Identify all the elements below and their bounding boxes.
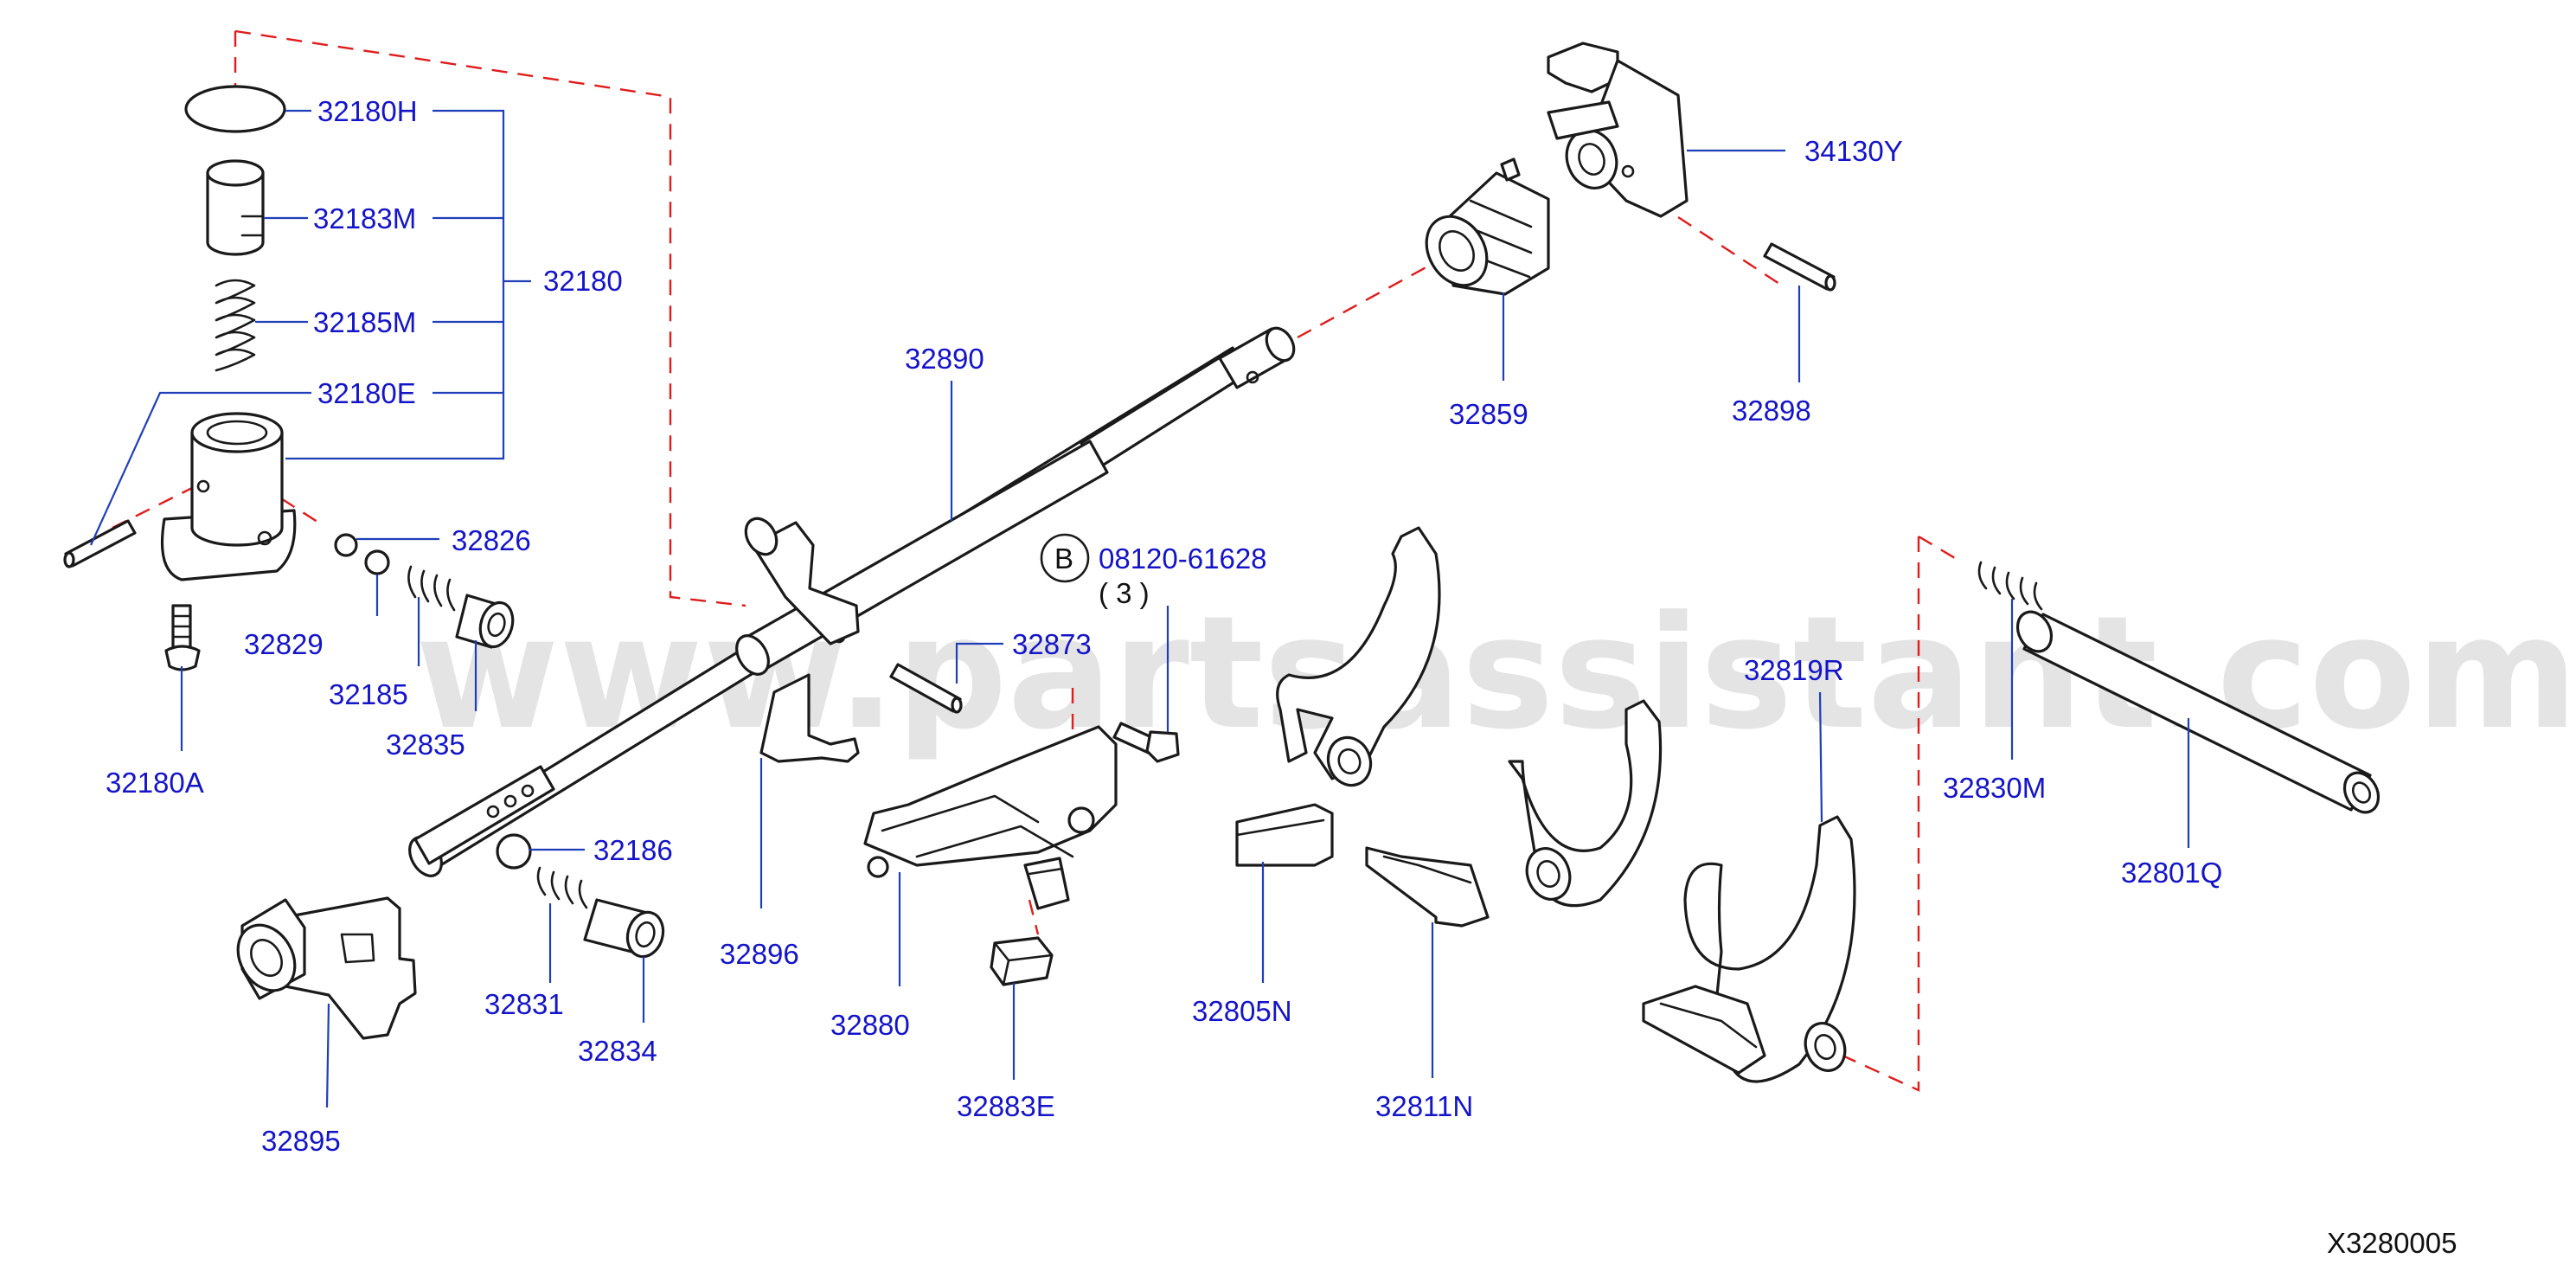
label-32185m: 32185M: [313, 306, 416, 338]
label-32183m: 32183M: [313, 202, 416, 234]
label-32180a: 32180A: [106, 767, 204, 799]
label-32895: 32895: [261, 1125, 341, 1157]
label-32180: 32180: [543, 265, 623, 297]
label-32834: 32834: [578, 1035, 657, 1067]
label-32186: 32186: [593, 834, 673, 866]
rod-32801q: [2015, 610, 2381, 814]
callout-part-number: 08120-61628: [1099, 542, 1267, 575]
label-32801q: 32801Q: [2121, 857, 2222, 889]
fork-32811n: [1365, 699, 1663, 928]
label-32180h: 32180H: [317, 95, 418, 127]
spring-32831: [536, 866, 588, 909]
interlock-plate-32880: [863, 725, 1118, 910]
label-32835: 32835: [386, 729, 465, 761]
ball-32829: [364, 549, 390, 575]
ball-32826: [334, 533, 358, 557]
label-32829: 32829: [244, 628, 324, 660]
callout-badge-letter: B: [1054, 542, 1073, 575]
plug-32834: [583, 898, 665, 959]
spring-32185: [407, 565, 456, 612]
part-labels: 32180H 32183M 32185M 32180 32180E 32826 …: [106, 95, 2222, 1157]
spring-32185m: [215, 279, 256, 372]
spring-32830m: [1977, 561, 2043, 611]
fork-32805n: [1235, 526, 1441, 867]
label-32826: 32826: [452, 524, 531, 556]
fork-32819r: [1642, 815, 1856, 1083]
pin-32873: [889, 663, 963, 714]
o-ring-32180h: [184, 85, 286, 133]
label-32830m: 32830M: [1943, 772, 2046, 804]
ball-32186: [496, 833, 532, 870]
rod-selector-bracket: [744, 517, 860, 645]
label-32819r: 32819R: [1744, 654, 1844, 686]
block-32883e: [990, 936, 1054, 986]
pin-32898: [1763, 242, 1836, 292]
sleeve-32859: [1425, 157, 1550, 296]
bolt-32180a: [164, 604, 201, 671]
label-32883e: 32883E: [957, 1090, 1055, 1122]
callout-quantity: ( 3 ): [1099, 577, 1150, 609]
cap-32183m: [206, 159, 265, 256]
label-32805n: 32805N: [1192, 995, 1292, 1027]
leader-lines: [89, 109, 2190, 1108]
pin-left: [63, 519, 137, 568]
label-32898: 32898: [1732, 395, 1811, 427]
label-34130y: 34130Y: [1804, 135, 1903, 167]
diagram-reference-code: X3280005: [2327, 1227, 2457, 1259]
bolt-callout: B 08120-61628 ( 3 ): [1040, 533, 1267, 609]
callout-badge-circle: [1040, 533, 1090, 583]
label-32811n: 32811N: [1375, 1090, 1473, 1122]
lever-32895: [236, 896, 417, 1040]
label-32890: 32890: [905, 343, 984, 375]
bracket-32896: [759, 673, 860, 763]
label-32859: 32859: [1449, 398, 1528, 430]
label-32180e: 32180E: [317, 377, 416, 409]
label-32185: 32185: [329, 678, 408, 710]
plug-32835: [455, 594, 515, 649]
striking-lever-34130y: [1547, 42, 1688, 218]
label-32873: 32873: [1012, 628, 1092, 660]
label-32831: 32831: [484, 988, 564, 1020]
label-32880: 32880: [830, 1009, 910, 1041]
label-32896: 32896: [720, 938, 799, 970]
housing-32180e: [161, 412, 297, 581]
bolt-08120: [1112, 722, 1180, 763]
